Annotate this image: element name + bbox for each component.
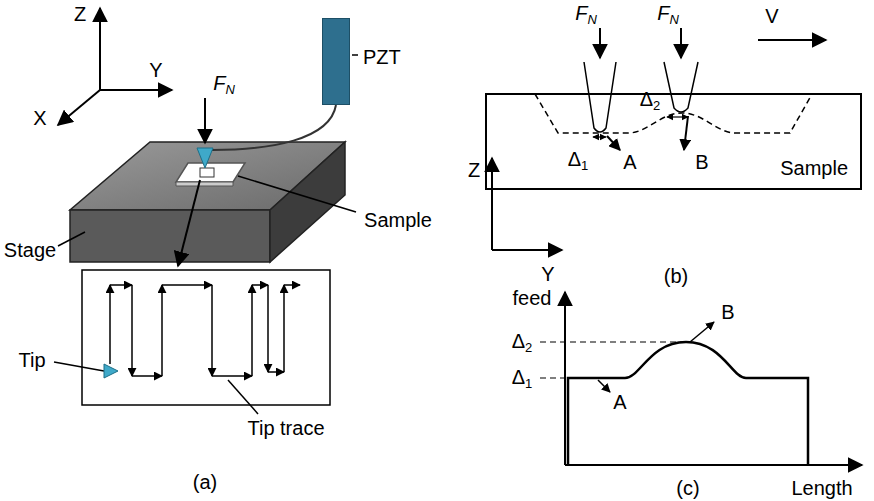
axis-label: Z (74, 4, 86, 24)
sample-edge (176, 182, 233, 186)
trace-segment (132, 375, 162, 377)
dimension-marks (593, 117, 688, 137)
dimension-label: Δ1 (512, 367, 533, 390)
trace-segment (162, 284, 212, 286)
force-label: FN (575, 3, 597, 26)
dimension-label: Δ2 (512, 331, 533, 354)
point-label: B (721, 302, 734, 322)
inset-box (82, 270, 330, 405)
part-label: Tip trace (247, 418, 324, 438)
tip-profile (584, 62, 698, 132)
force-arrow (204, 98, 206, 143)
axes-c (565, 292, 862, 465)
point-label: A (623, 152, 636, 172)
axis-label: Y (149, 60, 162, 80)
panel-label: (b) (664, 266, 688, 286)
feed-curve (568, 342, 808, 465)
velocity-label: V (765, 6, 778, 26)
tip-trace (110, 285, 300, 376)
force-label: FN (657, 3, 679, 26)
stage-slab (70, 142, 345, 262)
force-label: FN (213, 73, 235, 96)
part-label: Sample (364, 210, 432, 230)
dimension-label: Δ1 (568, 149, 589, 172)
trace-segment (212, 375, 252, 377)
axis-label: Z (468, 160, 480, 180)
leader-lines-a (54, 55, 358, 414)
axis-label: feed (513, 288, 552, 308)
pzt-actuator: PZT (322, 18, 350, 105)
trace-segment (161, 285, 163, 376)
tip-symbol (104, 364, 118, 378)
arrows-c (598, 322, 714, 392)
panel-label: (c) (676, 478, 699, 498)
scan-area (200, 168, 214, 177)
trace-segment (131, 285, 133, 376)
trace-segment (109, 285, 111, 364)
trace-segment (251, 285, 253, 376)
tip-symbol (197, 148, 213, 168)
trace-segment (268, 371, 284, 373)
trace-segment (284, 284, 300, 286)
sample-plate (176, 163, 245, 182)
sample-block: Sample (485, 93, 862, 190)
axes-a (58, 8, 172, 125)
trace-segment (110, 284, 132, 286)
cantilever (212, 105, 336, 150)
trace-segment (283, 285, 285, 372)
axis-label: Length (791, 478, 852, 498)
axis-label: X (33, 108, 46, 128)
trace-segment (252, 284, 268, 286)
point-label: A (613, 392, 626, 412)
arrows-b (492, 28, 826, 250)
trace-segment (211, 285, 213, 376)
node-label: PZT (363, 47, 401, 67)
zoom-arrow (178, 180, 200, 266)
axis-label: Y (541, 264, 554, 284)
point-label: B (695, 152, 708, 172)
part-label: Tip (18, 350, 45, 370)
panel-label: (a) (193, 472, 217, 492)
node-label: Sample (780, 158, 848, 178)
part-label: Stage (4, 240, 56, 260)
trace-segment (267, 285, 269, 372)
dimension-label: Δ2 (640, 89, 661, 112)
